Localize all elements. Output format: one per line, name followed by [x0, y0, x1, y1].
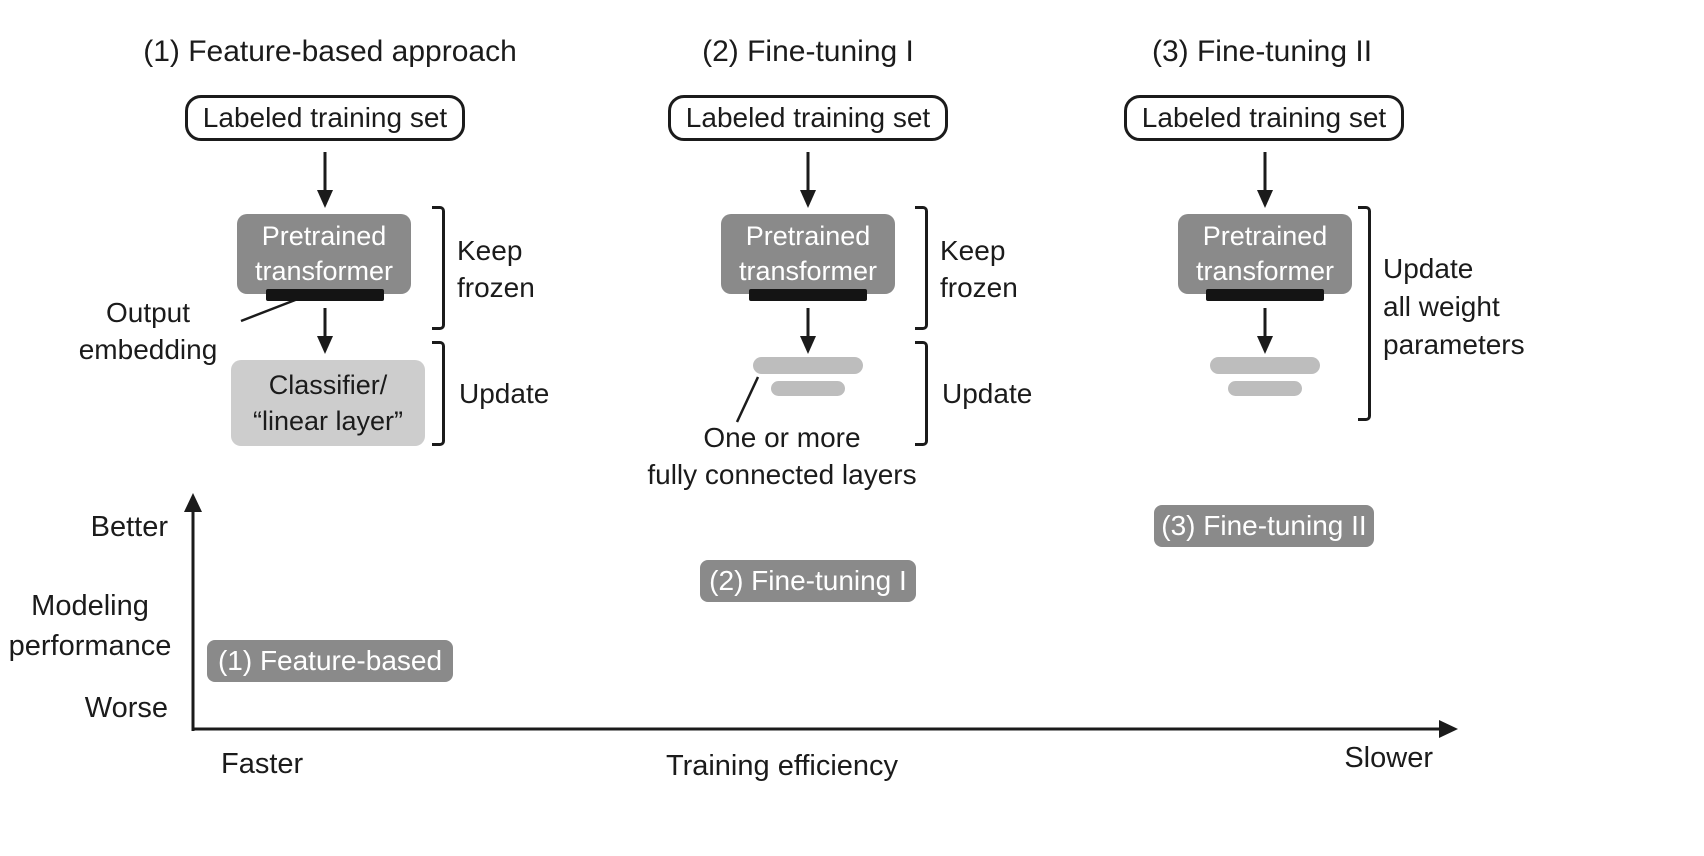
x-axis-title: Training efficiency: [665, 750, 899, 782]
pretrained-transformer-box-3: Pretrained transformer: [1178, 214, 1352, 294]
fc-layer-bar-narrow-2: [771, 381, 845, 396]
down-arrow-3b: [1257, 308, 1273, 354]
keep-frozen-bracket-2: [915, 206, 928, 330]
x-axis: [192, 720, 1458, 738]
update-bracket-2: [915, 341, 928, 446]
labeled-training-set-box-3: Labeled training set: [1124, 95, 1404, 141]
point-feature-based: (1) Feature-based: [207, 640, 453, 682]
update-label-2: Update: [942, 378, 1033, 409]
y-axis-better-label: Better: [90, 511, 168, 543]
labeled-training-set-box-2: Labeled training set: [668, 95, 948, 141]
down-arrow-1b: [317, 308, 333, 354]
keep-frozen-label-2: Keep frozen: [940, 235, 1018, 303]
fc-layer-bar-wide-3: [1210, 357, 1320, 374]
update-all-bracket: [1358, 206, 1371, 421]
keep-frozen-label-1: Keep frozen: [457, 235, 535, 303]
labeled-training-set-box-1: Labeled training set: [185, 95, 465, 141]
fc-layers-pointer-line: [735, 376, 760, 423]
column-title-feature-based: (1) Feature-based approach: [143, 35, 517, 68]
output-embedding-bar-3: [1206, 289, 1324, 301]
down-arrow-3a: [1257, 152, 1273, 208]
column-title-finetuning-1: (2) Fine-tuning I: [702, 35, 914, 68]
y-axis-worse-label: Worse: [84, 692, 168, 724]
x-axis-slower-label: Slower: [1344, 742, 1433, 774]
pretrained-transformer-box-1: Pretrained transformer: [237, 214, 411, 294]
down-arrow-1a: [317, 152, 333, 208]
y-axis-title: Modeling performance: [8, 590, 172, 662]
down-arrow-2b: [800, 308, 816, 354]
fc-layer-bar-wide-2: [753, 357, 863, 374]
pretrained-transformer-box-2: Pretrained transformer: [721, 214, 895, 294]
keep-frozen-bracket-1: [432, 206, 445, 330]
down-arrow-2a: [800, 152, 816, 208]
output-embedding-label: Output embedding: [78, 297, 218, 365]
point-finetuning-2: (3) Fine-tuning II: [1154, 505, 1374, 547]
fc-layers-label: One or more fully connected layers: [647, 422, 917, 490]
x-axis-faster-label: Faster: [221, 748, 304, 780]
output-embedding-bar-1: [266, 289, 384, 301]
y-axis: [184, 493, 202, 731]
update-bracket-1: [432, 341, 445, 446]
column-title-finetuning-2: (3) Fine-tuning II: [1151, 35, 1373, 68]
classifier-box: Classifier/ “linear layer”: [231, 360, 425, 446]
output-embedding-bar-2: [749, 289, 867, 301]
update-all-label: Update all weight parameters: [1383, 253, 1525, 360]
update-label-1: Update: [459, 378, 550, 409]
fc-layer-bar-narrow-3: [1228, 381, 1302, 396]
point-finetuning-1: (2) Fine-tuning I: [700, 560, 916, 602]
